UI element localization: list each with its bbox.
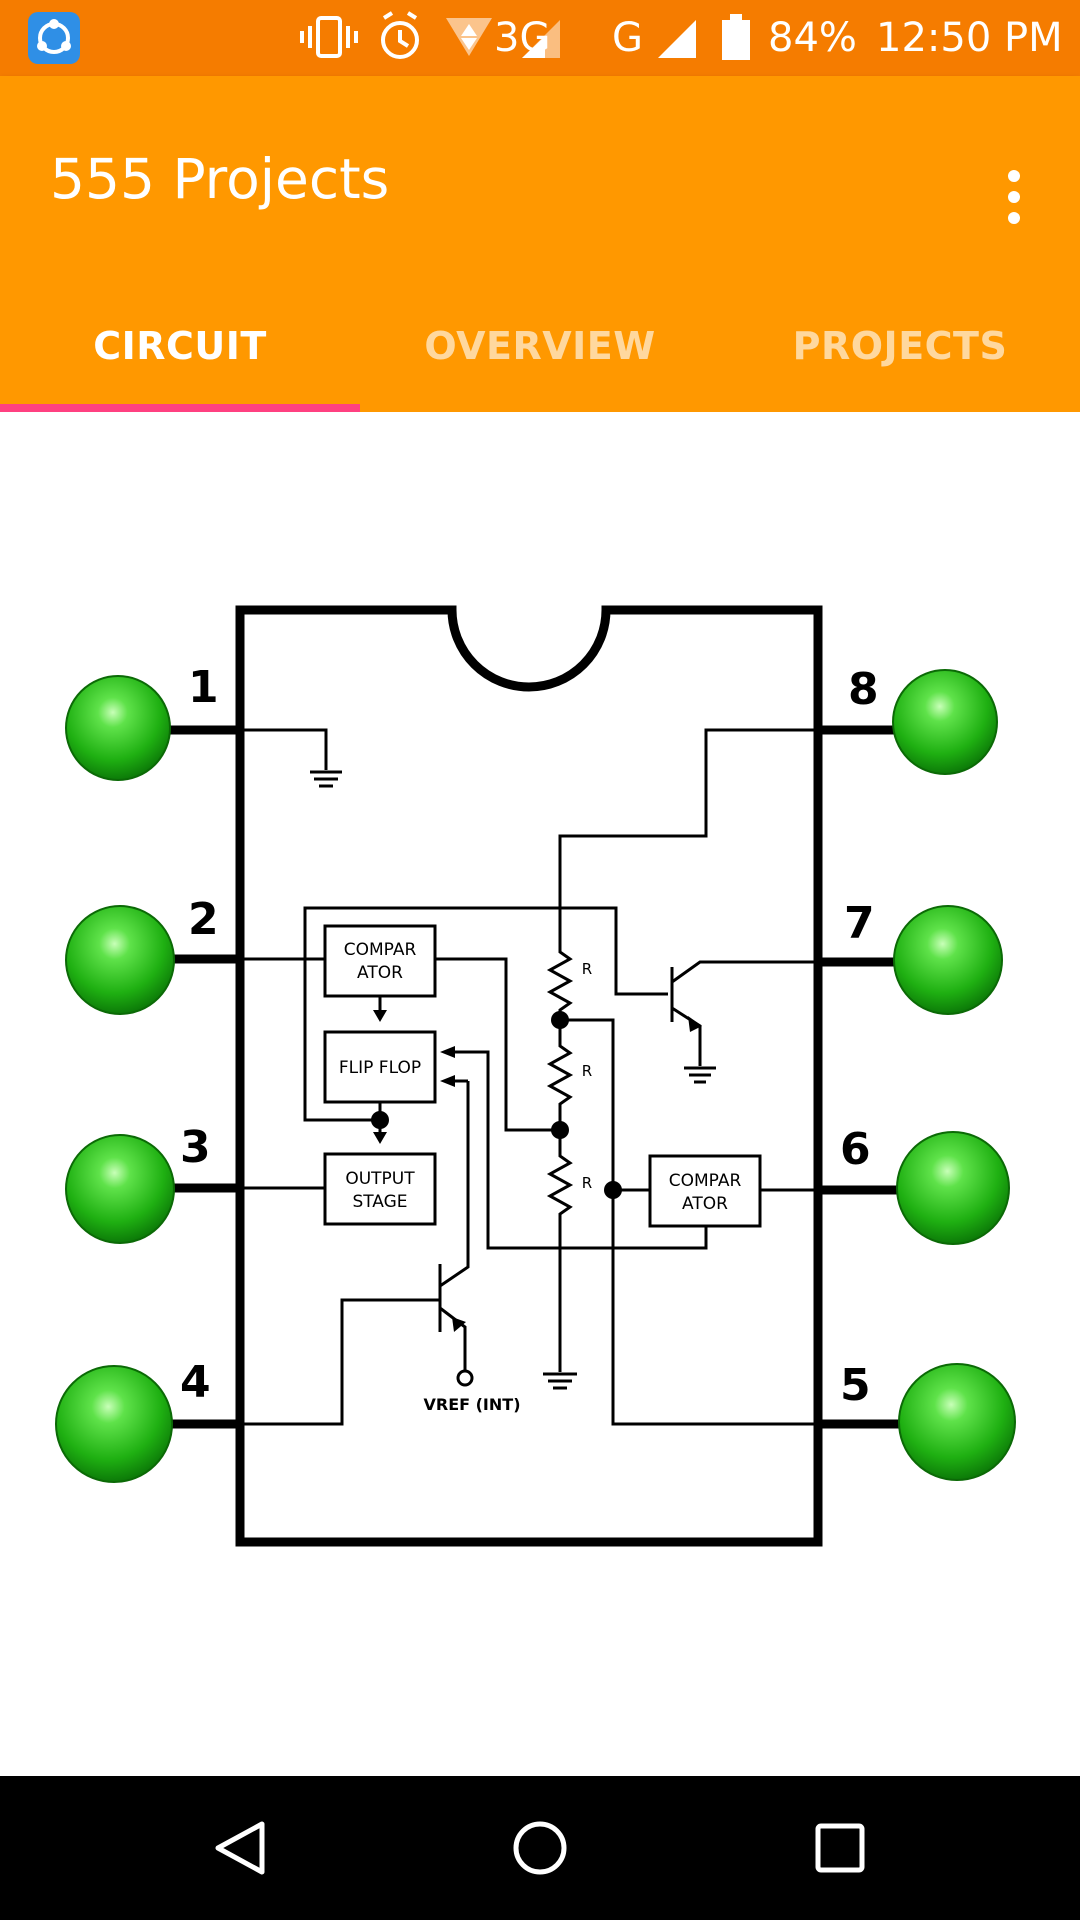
pin-ball-4	[55, 1365, 173, 1483]
comparator-right-box	[648, 1154, 762, 1228]
home-button[interactable]	[480, 1808, 600, 1888]
pin-ball-3	[65, 1134, 175, 1244]
circuit-content: 1 2 3 4 5 6 7 8	[0, 412, 1080, 1776]
status-bar: 3G G 84% 12:50 PM	[0, 0, 1080, 76]
pin-balls	[55, 669, 1016, 1483]
pin-ball-2	[65, 905, 175, 1015]
pin-number-3: 3	[180, 1122, 211, 1173]
pin-number-8: 8	[848, 664, 879, 715]
comparator-top-label-2: ATOR	[357, 963, 403, 983]
app-title: 555 Projects	[50, 147, 390, 211]
network-type-3g: 3G	[494, 15, 551, 61]
navigation-bar	[0, 1776, 1080, 1920]
pin-ball-8	[892, 669, 998, 775]
pin-number-6: 6	[840, 1124, 871, 1175]
pin-number-5: 5	[840, 1360, 871, 1411]
pin-number-1: 1	[188, 662, 219, 713]
flip-flop-box	[323, 1030, 437, 1104]
flip-flop-label: FLIP FLOP	[339, 1058, 421, 1078]
signal-icon	[522, 20, 696, 58]
pin-number-7: 7	[844, 898, 875, 949]
vibrate-icon	[300, 16, 358, 58]
pin-ball-5	[898, 1363, 1016, 1481]
battery-percent: 84%	[768, 15, 857, 61]
resistor-label-1: R	[582, 960, 592, 978]
comparator-top-box	[323, 924, 437, 998]
internal-wiring	[240, 728, 818, 1426]
output-stage-label-1: OUTPUT	[345, 1169, 415, 1189]
ic-555-diagram: 1 2 3 4 5 6 7 8	[55, 605, 1016, 1547]
data-arrows-icon	[446, 18, 492, 56]
pin-number-4: 4	[180, 1357, 211, 1408]
pin-ball-6	[896, 1131, 1010, 1245]
back-icon	[215, 1821, 265, 1875]
pin-ball-1	[65, 675, 171, 781]
vref-label: VREF (INT)	[423, 1395, 520, 1414]
tab-circuit[interactable]: CIRCUIT	[93, 324, 267, 368]
tab-projects[interactable]: PROJECTS	[792, 324, 1008, 368]
comparator-top-label-1: COMPAR	[344, 940, 417, 960]
more-options-button[interactable]	[984, 152, 1044, 242]
resistor-label-3: R	[582, 1174, 592, 1192]
clock-time: 12:50 PM	[876, 15, 1063, 61]
pin-number-2: 2	[188, 894, 219, 945]
shareit-app-icon	[28, 12, 80, 64]
pin-leads	[165, 725, 905, 1429]
comparator-right-label-2: ATOR	[682, 1194, 728, 1214]
recents-button[interactable]	[780, 1808, 900, 1888]
back-button[interactable]	[180, 1808, 300, 1888]
comparator-right-label-1: COMPAR	[669, 1171, 742, 1191]
network-type-g: G	[612, 15, 643, 61]
alarm-icon	[381, 11, 419, 59]
recents-icon	[815, 1823, 865, 1873]
tab-indicator	[0, 404, 360, 412]
tab-overview[interactable]: OVERVIEW	[424, 324, 656, 368]
junctions	[371, 1010, 702, 1387]
output-stage-box	[323, 1152, 437, 1226]
ic-body	[235, 605, 823, 1547]
battery-icon	[722, 14, 750, 60]
resistor-label-2: R	[582, 1062, 592, 1080]
pin-ball-7	[893, 905, 1003, 1015]
output-stage-label-2: STAGE	[352, 1192, 407, 1212]
more-vertical-icon	[1008, 170, 1020, 224]
app-bar: 555 Projects CIRCUIT OVERVIEW PROJECTS	[0, 76, 1080, 412]
blocks	[323, 924, 762, 1228]
home-icon	[513, 1821, 567, 1875]
